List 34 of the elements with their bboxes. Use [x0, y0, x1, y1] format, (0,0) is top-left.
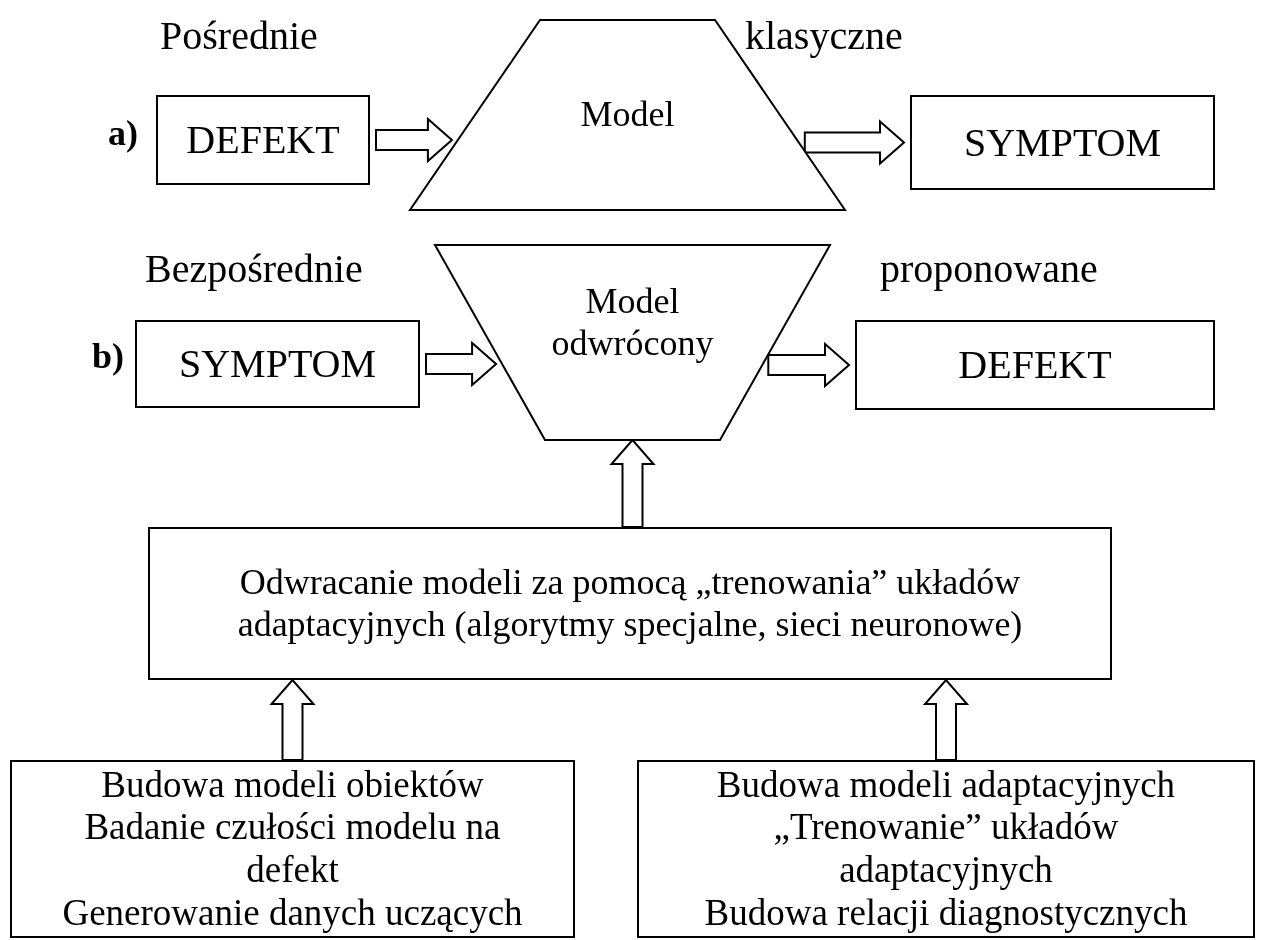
box-text: DEFEKT	[186, 117, 340, 163]
hollow-arrow	[375, 116, 454, 164]
process-box	[910, 95, 1215, 190]
box-text: SYMPTOM	[963, 119, 1162, 166]
box-text: Odwracanie modeli za pomocą „trenowania” układów adaptacyjnych (algorytmy specjalne, sieci neuronowe)	[236, 562, 1024, 645]
box-text: Budowa modeli obiektów	[101, 763, 484, 807]
box-text: SYMPTOM	[178, 341, 377, 387]
box-text: „Trenowanie” układów adaptacyjnych	[772, 806, 1120, 892]
caption-label: proponowane	[880, 245, 1098, 292]
box-text: Badanie czułości modelu na defekt	[83, 806, 502, 892]
process-box	[855, 320, 1215, 410]
box-text: Model odwrócony	[550, 281, 715, 364]
hollow-arrow	[803, 119, 906, 166]
process-box	[148, 527, 1112, 680]
hollow-arrow	[609, 438, 656, 528]
inverted-trapezoid	[435, 245, 830, 440]
process-box	[135, 320, 420, 408]
box-text: Model	[580, 94, 675, 136]
caption-label: Pośrednie	[160, 12, 318, 59]
process-box	[10, 760, 575, 938]
process-box	[156, 95, 370, 185]
hollow-arrow	[269, 678, 316, 761]
hollow-arrow	[767, 341, 851, 389]
caption-label: klasyczne	[745, 12, 903, 59]
box-text: Budowa modeli adaptacyjnych	[716, 763, 1176, 807]
panel-label: a)	[108, 112, 138, 154]
process-box	[637, 760, 1255, 938]
box-text: Budowa relacji diagnostycznych	[704, 891, 1188, 935]
hollow-arrow	[425, 340, 498, 388]
caption-label: Bezpośrednie	[145, 245, 363, 292]
hollow-arrow	[922, 678, 970, 761]
box-text: Generowanie danych uczących	[62, 891, 523, 935]
box-text: DEFEKT	[958, 342, 1112, 388]
panel-label: b)	[92, 335, 124, 377]
